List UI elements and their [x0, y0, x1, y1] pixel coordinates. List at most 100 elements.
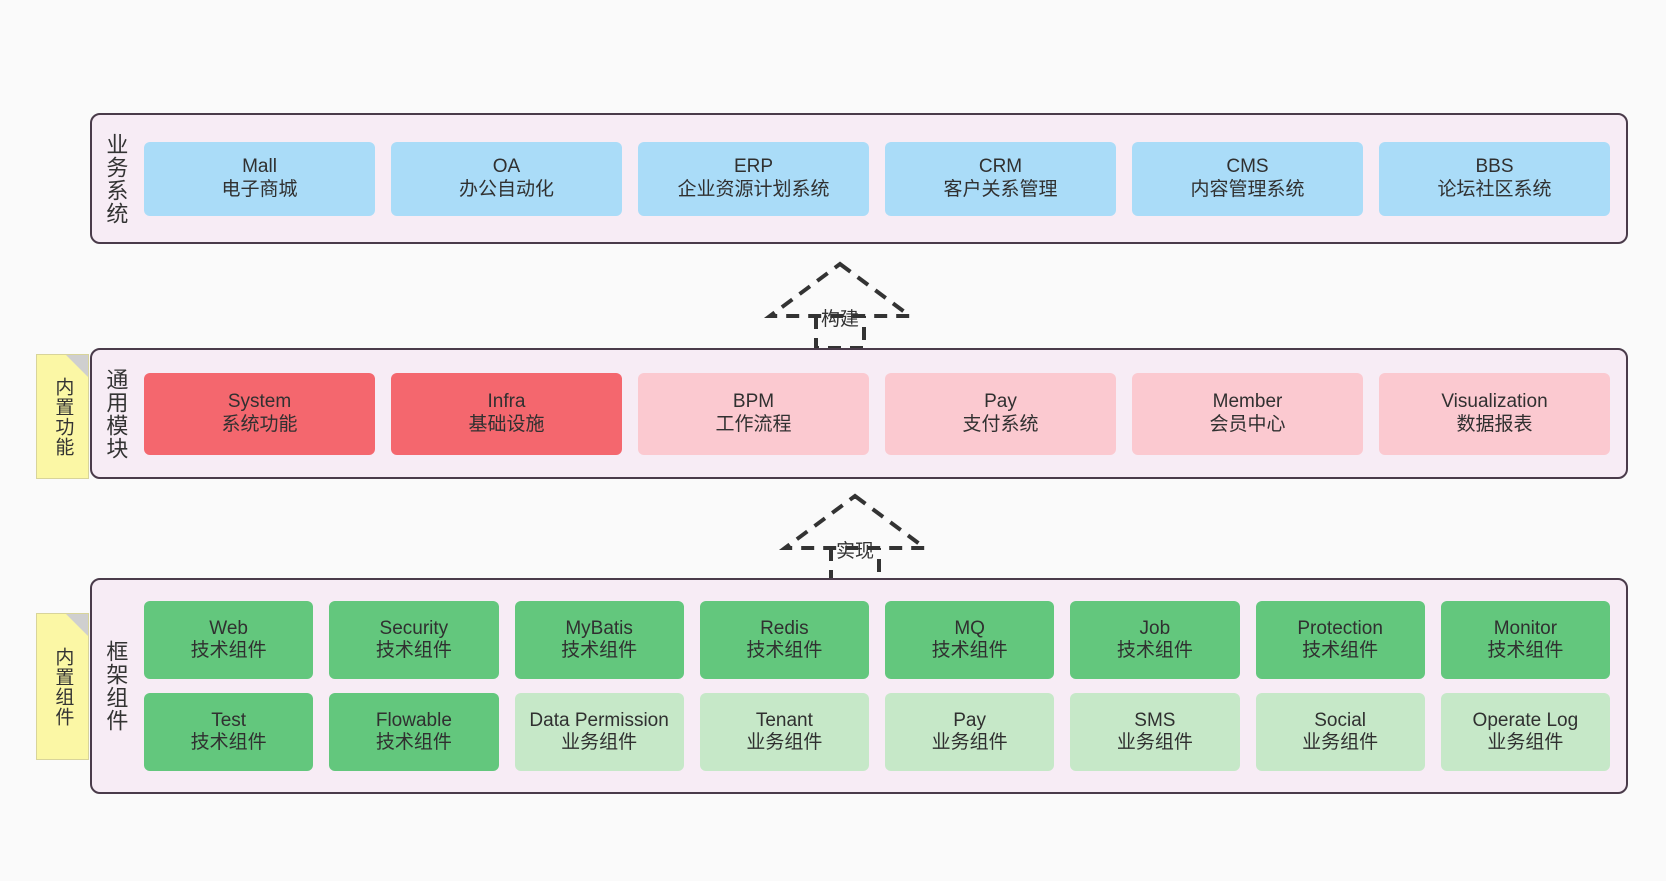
note-fold-corner-icon: [66, 355, 88, 377]
module-name-en: Operate Log: [1472, 709, 1579, 731]
module-name-cn: 办公自动化: [458, 178, 554, 200]
module-box-security[interactable]: Security 技术组件: [329, 601, 499, 679]
arrow-implement: 实现: [775, 490, 935, 582]
layer-common-modules: 通用模块 System 系统功能 Infra 基础设施 BPM 工作流程 Pay…: [90, 348, 1628, 479]
arrow-label-build: 构建: [820, 309, 860, 330]
module-name-en: MQ: [954, 617, 985, 639]
module-name-cn: 技术组件: [375, 732, 452, 753]
arrow-label-implement: 实现: [835, 541, 875, 562]
module-name-en: BBS: [1475, 156, 1514, 178]
layer-title-common-modules: 通用模块: [103, 367, 129, 460]
module-box-operate-log[interactable]: Operate Log 业务组件: [1440, 693, 1610, 771]
module-name-en: OA: [492, 156, 521, 178]
module-name-cn: 技术组件: [375, 640, 452, 661]
module-name-en: MyBatis: [565, 617, 633, 639]
layer-framework-components: 框架组件 Web 技术组件 Security 技术组件 MyBatis 技术组件…: [90, 578, 1628, 794]
module-name-en: BPM: [732, 391, 775, 413]
module-name-cn: 技术组件: [190, 640, 267, 661]
module-name-en: ERP: [733, 156, 774, 178]
module-box-test[interactable]: Test 技术组件: [144, 693, 314, 771]
module-box-mall[interactable]: Mall 电子商城: [144, 141, 375, 216]
module-box-cms[interactable]: CMS 内容管理系统: [1132, 141, 1363, 216]
module-box-job[interactable]: Job 技术组件: [1070, 601, 1240, 679]
layer-row: System 系统功能 Infra 基础设施 BPM 工作流程 Pay 支付系统…: [144, 372, 1610, 455]
module-name-en: Protection: [1297, 617, 1383, 639]
module-name-cn: 技术组件: [561, 640, 638, 661]
layer-row: Test 技术组件 Flowable 技术组件 Data Permission …: [144, 693, 1610, 771]
module-name-en: Redis: [760, 617, 809, 639]
module-name-en: CRM: [978, 156, 1023, 178]
module-name-cn: 业务组件: [1302, 732, 1379, 753]
module-name-cn: 客户关系管理: [943, 178, 1058, 200]
module-box-pay-component[interactable]: Pay 业务组件: [885, 693, 1055, 771]
module-box-infra[interactable]: Infra 基础设施: [391, 372, 622, 455]
module-box-member[interactable]: Member 会员中心: [1132, 372, 1363, 455]
module-name-cn: 技术组件: [931, 640, 1008, 661]
layer-row: Mall 电子商城 OA 办公自动化 ERP 企业资源计划系统 CRM 客户关系…: [144, 141, 1610, 216]
module-name-cn: 论坛社区系统: [1437, 178, 1552, 200]
module-box-bpm[interactable]: BPM 工作流程: [638, 372, 869, 455]
module-name-cn: 技术组件: [1116, 640, 1193, 661]
module-name-cn: 数据报表: [1456, 413, 1533, 435]
module-name-cn: 会员中心: [1209, 413, 1286, 435]
module-box-mq[interactable]: MQ 技术组件: [885, 601, 1055, 679]
module-name-cn: 技术组件: [190, 732, 267, 753]
module-box-bbs[interactable]: BBS 论坛社区系统: [1379, 141, 1610, 216]
module-name-cn: 工作流程: [715, 413, 792, 435]
layer-business-systems: 业务系统 Mall 电子商城 OA 办公自动化 ERP 企业资源计划系统 CRM…: [90, 113, 1628, 244]
note-fold-corner-icon: [66, 614, 88, 636]
layer-row: Web 技术组件 Security 技术组件 MyBatis 技术组件 Redi…: [144, 601, 1610, 679]
sticky-note-label: 内置功能: [52, 376, 74, 457]
module-name-cn: 基础设施: [468, 413, 545, 435]
module-name-en: Job: [1139, 617, 1171, 639]
module-box-monitor[interactable]: Monitor 技术组件: [1440, 601, 1610, 679]
module-box-crm[interactable]: CRM 客户关系管理: [885, 141, 1116, 216]
layer-body-framework-components: Web 技术组件 Security 技术组件 MyBatis 技术组件 Redi…: [138, 580, 1626, 792]
module-box-visualization[interactable]: Visualization 数据报表: [1379, 372, 1610, 455]
module-name-en: Pay: [984, 391, 1017, 413]
sticky-note-label: 内置组件: [52, 646, 74, 727]
module-name-cn: 业务组件: [931, 732, 1008, 753]
module-box-flowable[interactable]: Flowable 技术组件: [329, 693, 499, 771]
module-box-mybatis[interactable]: MyBatis 技术组件: [514, 601, 684, 679]
module-name-cn: 内容管理系统: [1190, 178, 1305, 200]
layer-title-business-systems: 业务系统: [103, 132, 129, 225]
module-box-data-permission[interactable]: Data Permission 业务组件: [514, 693, 684, 771]
module-name-en: Social: [1314, 709, 1366, 731]
module-name-en: Security: [379, 617, 449, 639]
module-box-protection[interactable]: Protection 技术组件: [1255, 601, 1425, 679]
module-box-web[interactable]: Web 技术组件: [144, 601, 314, 679]
module-box-erp[interactable]: ERP 企业资源计划系统: [638, 141, 869, 216]
module-name-en: CMS: [1226, 156, 1269, 178]
module-box-pay[interactable]: Pay 支付系统: [885, 372, 1116, 455]
module-name-cn: 业务组件: [561, 732, 638, 753]
module-name-en: Flowable: [375, 709, 452, 731]
module-name-cn: 业务组件: [746, 732, 823, 753]
module-name-en: Infra: [487, 391, 526, 413]
module-box-system[interactable]: System 系统功能: [144, 372, 375, 455]
module-name-cn: 技术组件: [1487, 640, 1564, 661]
module-name-en: Data Permission: [529, 709, 669, 731]
module-name-en: Monitor: [1493, 617, 1558, 639]
arrow-build: 构建: [760, 258, 920, 350]
layer-body-business-systems: Mall 电子商城 OA 办公自动化 ERP 企业资源计划系统 CRM 客户关系…: [138, 115, 1626, 242]
module-name-cn: 业务组件: [1487, 732, 1564, 753]
module-box-social[interactable]: Social 业务组件: [1255, 693, 1425, 771]
module-box-tenant[interactable]: Tenant 业务组件: [699, 693, 869, 771]
module-name-en: Pay: [953, 709, 986, 731]
module-name-en: Test: [211, 709, 247, 731]
module-name-cn: 系统功能: [221, 413, 298, 435]
module-box-sms[interactable]: SMS 业务组件: [1070, 693, 1240, 771]
module-name-cn: 技术组件: [1302, 640, 1379, 661]
module-name-en: Visualization: [1441, 391, 1548, 413]
sticky-note-built-in-components: 内置组件: [36, 613, 89, 760]
module-name-cn: 支付系统: [962, 413, 1039, 435]
module-name-en: Member: [1212, 391, 1283, 413]
layer-title-framework-components: 框架组件: [103, 640, 129, 732]
module-box-oa[interactable]: OA 办公自动化: [391, 141, 622, 216]
module-box-redis[interactable]: Redis 技术组件: [699, 601, 869, 679]
module-name-cn: 业务组件: [1116, 732, 1193, 753]
module-name-cn: 企业资源计划系统: [677, 178, 830, 200]
layer-body-common-modules: System 系统功能 Infra 基础设施 BPM 工作流程 Pay 支付系统…: [138, 350, 1626, 477]
